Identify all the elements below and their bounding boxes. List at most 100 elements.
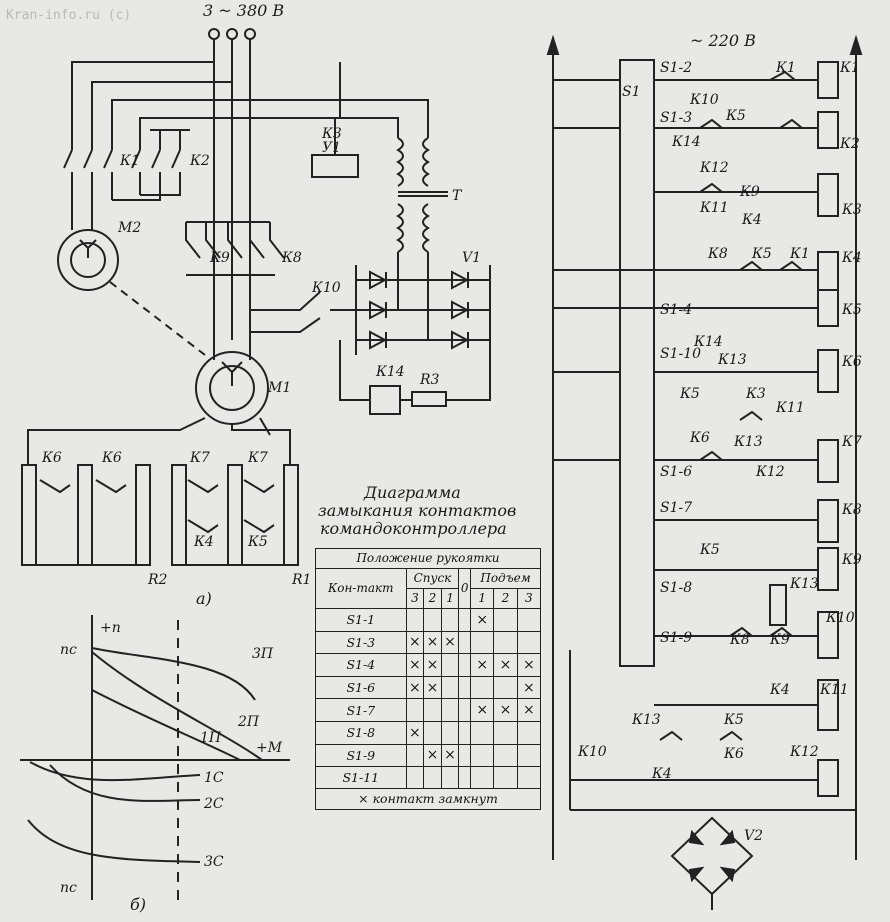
label-s1: S1 xyxy=(622,84,641,100)
mark-cell xyxy=(458,675,472,700)
label-coil-k10: К10 xyxy=(825,610,855,626)
mark-cell xyxy=(423,607,442,632)
mark-cell xyxy=(470,766,495,789)
table-row: S1-4××××× xyxy=(315,653,542,677)
label-coil-k3: К3 xyxy=(841,202,862,218)
mark-cell xyxy=(493,766,518,789)
label-r-k14b: К14 xyxy=(693,334,723,350)
mark-cell xyxy=(458,630,472,655)
label-r-k1a: К1 xyxy=(775,60,796,76)
mark-cell xyxy=(458,766,472,789)
mark-cell xyxy=(423,698,442,723)
table-row: S1-7××× xyxy=(315,698,542,723)
watermark: Kran-info.ru (c) xyxy=(6,8,132,23)
mark-cell xyxy=(458,721,472,745)
label-s1-2: S1-2 xyxy=(660,60,692,76)
mark-cell xyxy=(516,721,542,745)
label-s1-6: S1-6 xyxy=(660,464,692,480)
label-s1-10: S1-10 xyxy=(660,346,701,362)
mark-cell: × xyxy=(405,630,425,655)
mark-cell xyxy=(516,766,542,789)
label-r-k5d: К5 xyxy=(699,542,720,558)
supply-label-220: ~ 220 В xyxy=(690,31,756,50)
sub-col: 2 xyxy=(493,587,518,609)
mark-cell xyxy=(458,698,472,723)
label-coil-k11: К11 xyxy=(819,682,849,698)
label-k9: К9 xyxy=(209,250,230,266)
header-up: Подъем xyxy=(470,567,541,589)
mark-cell xyxy=(470,721,495,745)
graph-label-plus-m: +М xyxy=(256,740,283,756)
mark-cell xyxy=(458,653,472,677)
label-coil-k12: К12 xyxy=(789,744,819,760)
graph-label-1p: 1П xyxy=(200,730,222,746)
label-r-k10b: К10 xyxy=(577,744,607,760)
mark-cell: × xyxy=(440,630,460,655)
mark-cell xyxy=(458,743,472,768)
graph-label-1c: 1С xyxy=(204,770,224,786)
label-s1-9: S1-9 xyxy=(660,630,692,646)
caption-b: б) xyxy=(130,895,146,914)
label-s1-7: S1-7 xyxy=(660,500,692,516)
label-r-k13d: К13 xyxy=(631,712,661,728)
mark-cell xyxy=(470,743,495,768)
label-t: Т xyxy=(452,188,463,204)
mark-cell: × xyxy=(405,721,425,745)
diagram-title-3: командоконтроллера xyxy=(320,519,507,538)
label-coil-k5: К5 xyxy=(841,302,862,318)
label-k6b: К6 xyxy=(101,450,122,466)
mark-cell: × xyxy=(423,630,442,655)
label-r-k5: К5 xyxy=(725,108,746,124)
mark-cell: × xyxy=(423,675,442,700)
diagram-title-2: замыкания контактов xyxy=(318,501,516,520)
header-down: Спуск xyxy=(405,567,460,589)
table-row: S1-9×× xyxy=(315,743,542,768)
label-k1: К1 xyxy=(119,153,140,169)
label-k5: К5 xyxy=(247,534,268,550)
label-r-k6b: К6 xyxy=(723,746,744,762)
label-s1-4: S1-4 xyxy=(660,302,692,318)
label-k4: К4 xyxy=(193,534,214,550)
label-r3: R3 xyxy=(419,372,440,388)
mark-cell: × xyxy=(493,653,518,677)
mark-cell xyxy=(470,675,495,700)
mark-cell xyxy=(405,607,425,632)
label-coil-k6: К6 xyxy=(841,354,862,370)
label-r-k1b: К1 xyxy=(789,246,810,262)
mark-cell: × xyxy=(470,607,495,632)
mark-cell: × xyxy=(423,743,442,768)
mark-cell xyxy=(440,675,460,700)
label-k7a: К7 xyxy=(189,450,210,466)
graph-label-2c: 2С xyxy=(203,796,224,812)
caption-a: а) xyxy=(196,589,212,608)
mark-cell xyxy=(516,607,542,632)
mark-cell: × xyxy=(423,653,442,677)
mark-cell xyxy=(493,630,518,655)
label-r-k11b: К11 xyxy=(775,400,805,416)
label-k2: К2 xyxy=(189,153,210,169)
mark-cell xyxy=(493,743,518,768)
sub-col: 2 xyxy=(423,587,442,609)
power-circuit xyxy=(21,28,491,566)
header-contact: Кон-такт xyxy=(315,567,407,609)
label-r-k3: К3 xyxy=(745,386,766,402)
mark-cell: × xyxy=(470,653,495,677)
graph-label-nc-bottom: пс xyxy=(60,880,77,896)
mark-cell xyxy=(493,721,518,745)
label-v1: V1 xyxy=(462,250,481,266)
sub-col: 1 xyxy=(470,587,495,609)
sub-col: 3 xyxy=(516,587,542,609)
label-r-k4b: К4 xyxy=(769,682,790,698)
mark-cell xyxy=(440,607,460,632)
label-coil-k8: К8 xyxy=(841,502,862,518)
label-k14: К14 xyxy=(375,364,405,380)
label-coil-k2: К2 xyxy=(839,136,860,152)
graph-label-3c: 3С xyxy=(204,854,224,870)
mark-cell xyxy=(458,607,472,632)
contact-cell: S1-9 xyxy=(315,743,407,768)
mark-cell xyxy=(493,675,518,700)
label-r-k8: К8 xyxy=(707,246,728,262)
table-row: S1-11 xyxy=(315,766,542,789)
mark-cell xyxy=(440,698,460,723)
